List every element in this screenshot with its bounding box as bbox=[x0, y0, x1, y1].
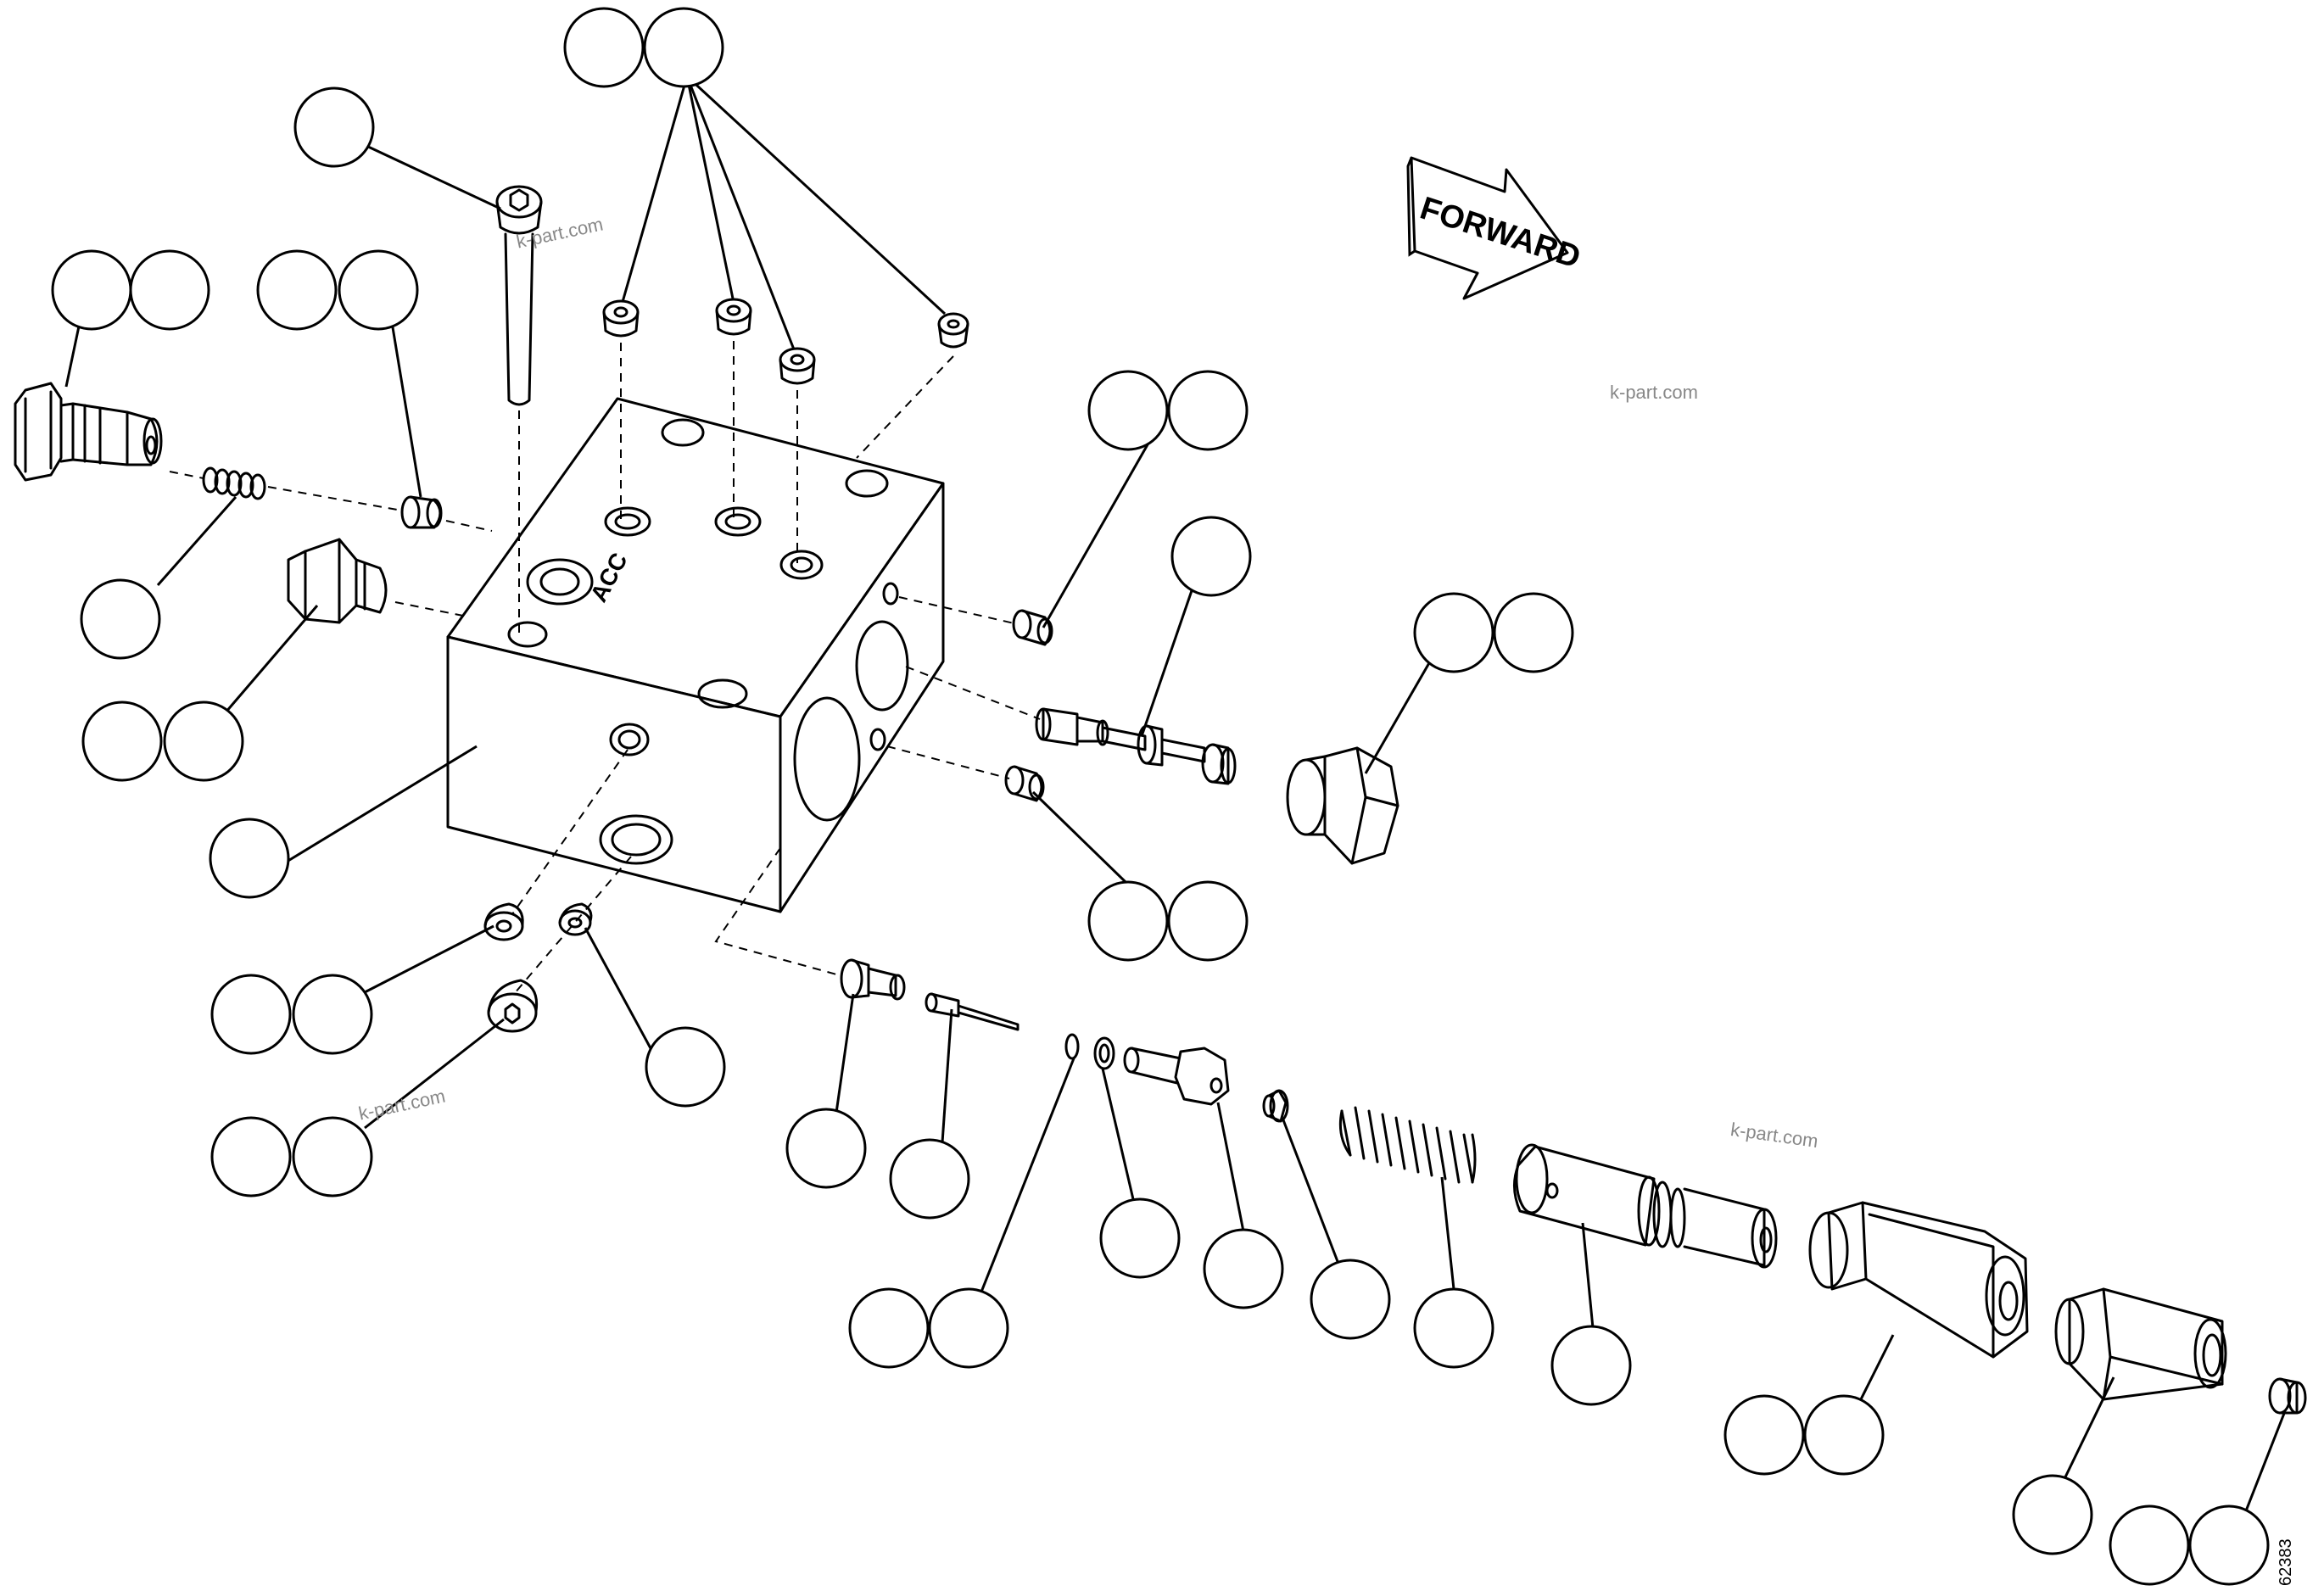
callout-circle bbox=[292, 974, 373, 1055]
end-cap bbox=[2268, 1377, 2307, 1415]
callout-circle bbox=[210, 1116, 292, 1197]
adjusting-screw bbox=[1123, 1047, 1230, 1106]
cartridge-body bbox=[1513, 1143, 1778, 1269]
callout-circle bbox=[1723, 1394, 1805, 1476]
cap-screw bbox=[495, 185, 543, 406]
top-plugs bbox=[602, 298, 969, 385]
callout-circle bbox=[1550, 1325, 1632, 1406]
callout-circle bbox=[645, 1026, 726, 1108]
o-ring bbox=[1064, 1033, 1080, 1060]
valve-block bbox=[446, 397, 945, 913]
backup-ring bbox=[1093, 1036, 1115, 1070]
callout-circle bbox=[1203, 1228, 1284, 1309]
callout-circle bbox=[51, 249, 132, 331]
callout-circle bbox=[1493, 592, 1574, 673]
callout-circles bbox=[51, 7, 2270, 1586]
left-spring bbox=[202, 466, 266, 500]
callout-circle bbox=[256, 249, 338, 331]
assembly-centerlines bbox=[169, 341, 1041, 995]
sleeve bbox=[2054, 1287, 2227, 1401]
callout-circle bbox=[2188, 1504, 2270, 1586]
poppet bbox=[1262, 1089, 1289, 1123]
callout-circle bbox=[292, 1116, 373, 1197]
callout-circle bbox=[129, 249, 210, 331]
poppet-seat bbox=[840, 958, 906, 1001]
callout-circle bbox=[889, 1138, 970, 1220]
callout-circle bbox=[81, 701, 163, 782]
left-cartridge-valve bbox=[14, 382, 163, 482]
callout-circle bbox=[2109, 1504, 2190, 1586]
callout-circle bbox=[338, 249, 419, 331]
callout-circle bbox=[1413, 592, 1494, 673]
left-small-plug bbox=[400, 495, 443, 529]
callout-circle bbox=[293, 87, 375, 168]
callout-circle bbox=[928, 1287, 1009, 1369]
hex-nut bbox=[1808, 1201, 2029, 1359]
callout-circle bbox=[80, 578, 161, 660]
callout-circle bbox=[785, 1108, 867, 1189]
main-spring bbox=[1338, 1106, 1477, 1184]
forward-arrow: FORWARD bbox=[1406, 156, 1584, 300]
callout-circle bbox=[1167, 370, 1249, 451]
callout-circle bbox=[1170, 516, 1252, 597]
bottom-small-plugs bbox=[483, 902, 593, 1033]
callout-circle bbox=[1413, 1287, 1494, 1369]
figure-number: 62383 bbox=[2277, 1538, 2295, 1586]
callout-circle bbox=[209, 818, 290, 899]
callout-circle bbox=[643, 7, 724, 88]
callout-circle bbox=[1099, 1197, 1181, 1279]
callout-circle bbox=[210, 974, 292, 1055]
callout-leaders bbox=[64, 75, 2287, 1529]
callout-circle bbox=[1167, 880, 1249, 962]
watermark: k-part.com bbox=[1610, 382, 1698, 403]
callout-circle bbox=[848, 1287, 930, 1369]
right-side-plugs bbox=[1004, 609, 1053, 802]
left-hex-plug bbox=[287, 538, 388, 624]
callout-circle bbox=[1310, 1259, 1391, 1340]
callout-circle bbox=[1087, 880, 1169, 962]
callout-circle bbox=[163, 701, 244, 782]
spool bbox=[1035, 707, 1237, 785]
callout-circle bbox=[1803, 1394, 1885, 1476]
pin bbox=[925, 992, 1020, 1031]
right-hex-plug bbox=[1286, 746, 1399, 865]
callout-circle bbox=[563, 7, 645, 88]
callout-circle bbox=[1087, 370, 1169, 451]
callout-circle bbox=[2012, 1474, 2093, 1555]
